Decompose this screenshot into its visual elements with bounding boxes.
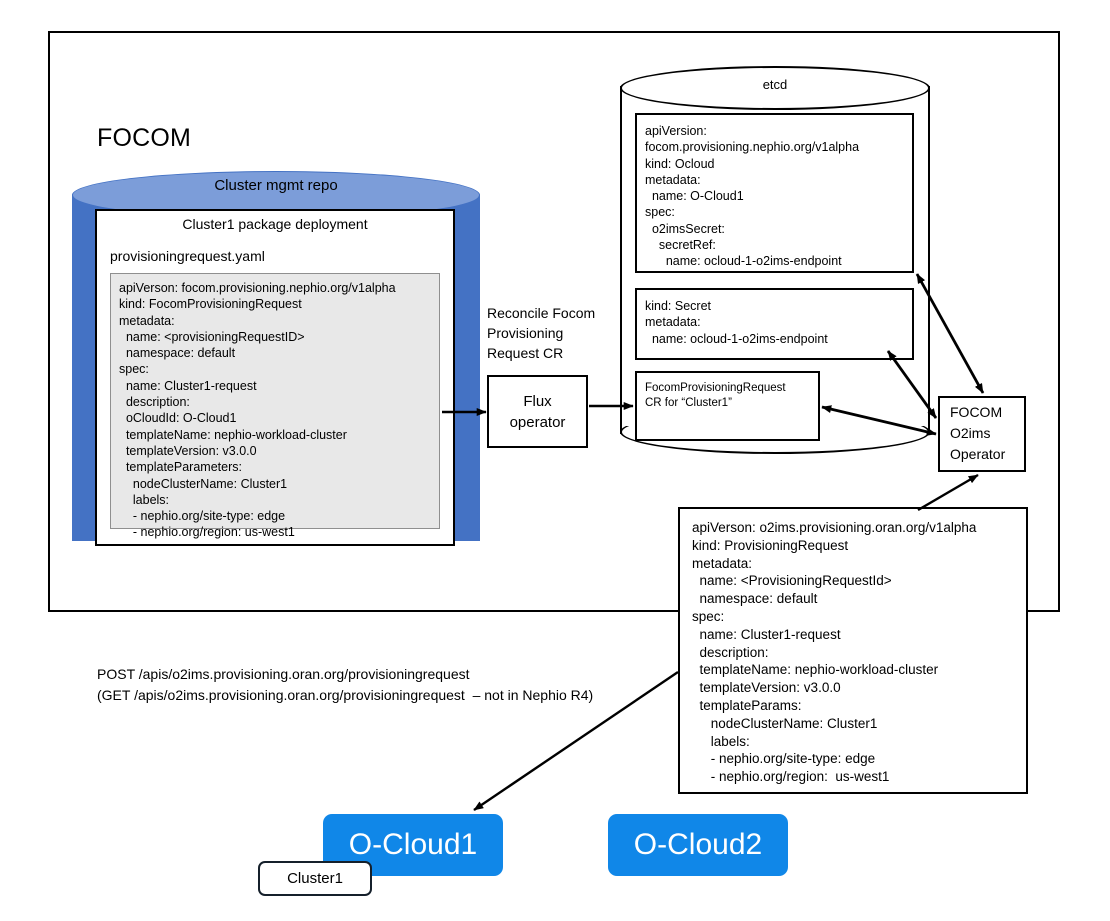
flux-operator-box: Flux operator: [487, 375, 588, 448]
focom-provisioning-request-yaml-text: apiVerson: focom.provisioning.nephio.org…: [119, 281, 396, 540]
focom-o2ims-operator-box: FOCOM O2ims Operator: [938, 396, 1026, 472]
focom-provisioning-request-cr-box: FocomProvisioningRequest CR for “Cluster…: [635, 371, 820, 441]
provisioningrequest-yaml-filename: provisioningrequest.yaml: [110, 248, 265, 264]
o-cloud2-box[interactable]: O-Cloud2: [608, 814, 788, 876]
focom-provisioning-request-cr-text: FocomProvisioningRequest CR for “Cluster…: [645, 382, 786, 409]
package-deployment-title: Cluster1 package deployment: [182, 216, 368, 232]
o-cloud1-label: O-Cloud1: [348, 828, 478, 861]
etcd-cylinder-top: [620, 66, 930, 110]
cluster1-tag-label: Cluster1: [287, 870, 343, 887]
ocloud-cr-text: apiVersion: focom.provisioning.nephio.or…: [645, 124, 860, 269]
repo-cylinder-label: Cluster mgmt repo: [214, 177, 338, 194]
secret-cr-text: kind: Secret metadata: name: ocloud-1-o2…: [645, 299, 828, 346]
flux-operator-label: Flux operator: [509, 392, 566, 431]
secret-cr-box: kind: Secret metadata: name: ocloud-1-o2…: [635, 288, 914, 360]
provisioning-request-yaml-text: apiVerson: o2ims.provisioning.oran.org/v…: [692, 520, 977, 785]
reconcile-focom-provisioning-request-label: Reconcile Focom Provisioning Request CR: [487, 305, 596, 361]
o-cloud2-label: O-Cloud2: [633, 828, 763, 861]
ocloud-cr-box: apiVersion: focom.provisioning.nephio.or…: [635, 113, 914, 273]
focom-o2ims-operator-label: FOCOM O2ims Operator: [950, 404, 1006, 462]
focom-title: FOCOM: [97, 124, 192, 152]
o2ims-api-caption: POST /apis/o2ims.provisioning.oran.org/p…: [97, 666, 594, 703]
provisioning-request-yaml-box: apiVerson: o2ims.provisioning.oran.org/v…: [678, 507, 1028, 794]
focom-provisioning-request-yaml-block: apiVerson: focom.provisioning.nephio.org…: [110, 273, 440, 539]
etcd-label: etcd: [762, 77, 788, 92]
cluster1-tag: Cluster1: [258, 861, 372, 896]
